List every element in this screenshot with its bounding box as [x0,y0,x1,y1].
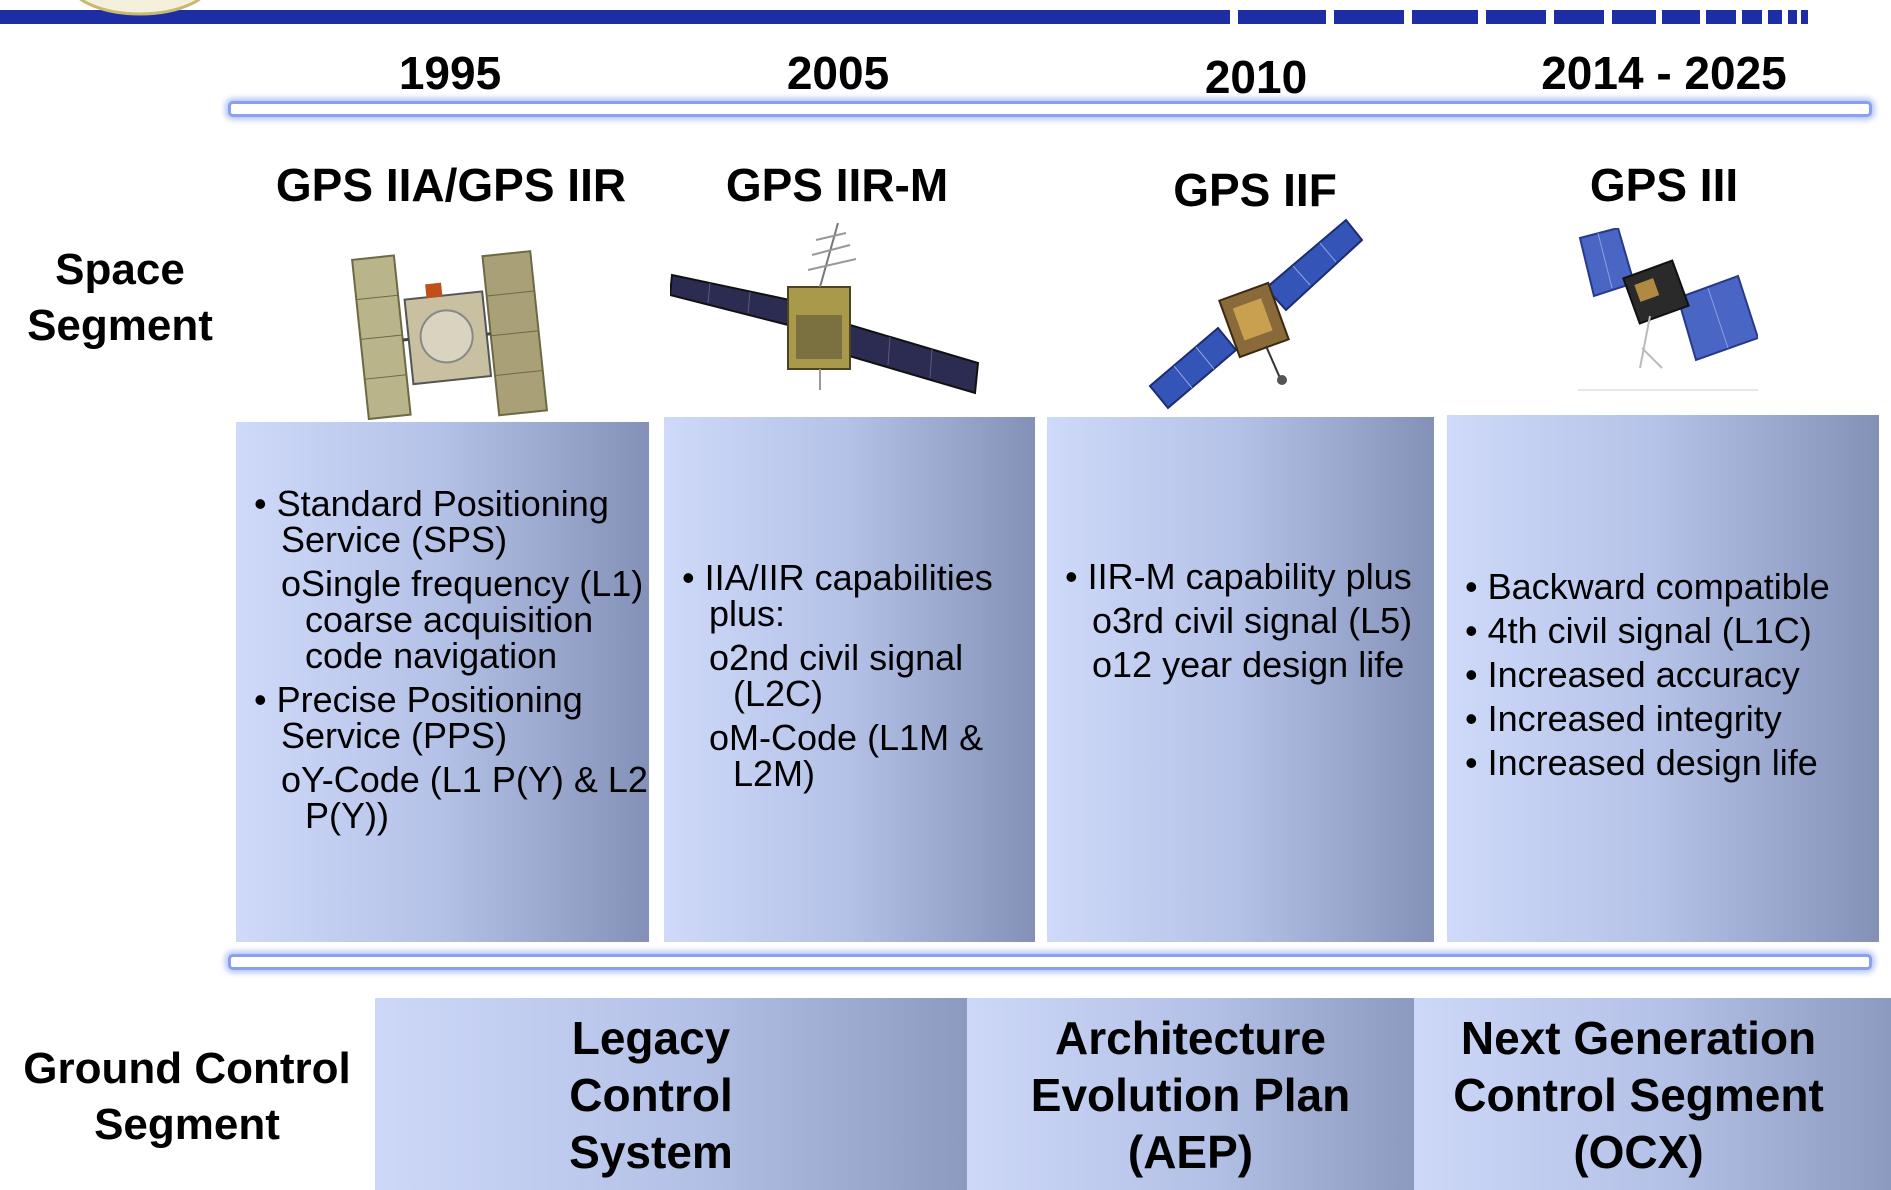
header-bar-segment [1768,10,1782,24]
header-bar-segment [1238,10,1326,24]
bullet-item: • IIA/IIR capabilities plus: [682,557,993,634]
bullet-item: • Backward compatible [1465,566,1830,607]
sub-bullet-item: oY-Code (L1 P(Y) & L2 P(Y)) [281,759,648,836]
generation-gps-iii: GPS III [1589,159,1739,211]
sub-bullet-item: o3rd civil signal (L5) [1092,600,1413,641]
capabilities-panel-gps-iia-iir: • Standard Positioning Service (SPS) oSi… [236,422,649,942]
header-bar-segment [1334,10,1404,24]
generation-gps-iif: GPS IIF [1173,164,1337,216]
ground-control-segment-label: Ground Control Segment [23,1044,351,1149]
bullet-item: • Increased design life [1465,742,1818,783]
generation-gps-iirm: GPS IIR-M [725,159,949,211]
header-bar-segment [1662,10,1700,24]
timeline-rail-bottom [228,954,1872,970]
ground-system-legacy: Legacy Control System [375,998,967,1190]
satellite-iia-iir-icon [351,250,549,421]
header-bar-segment [1612,10,1656,24]
ground-system-aep: Architecture Evolution Plan (AEP) [967,998,1414,1190]
satellite-iirm-icon [670,222,980,395]
header-bar-segment [1554,10,1604,24]
sub-bullet-item: o12 year design life [1092,644,1405,685]
year-1995: 1995 [398,47,502,99]
capabilities-panel-gps-iirm: • IIA/IIR capabilities plus: o2nd civil … [664,417,1035,942]
bullet-item: • 4th civil signal (L1C) [1465,610,1812,651]
sub-bullet-item: oSingle frequency (L1) coarse acquisitio… [281,563,644,676]
header-bar-segment [1486,10,1546,24]
header-bar-segment [1788,10,1797,24]
header-bar [0,10,1230,24]
capabilities-panel-gps-iii: • Backward compatible • 4th civil signal… [1447,415,1879,942]
satellite-iif-icon [1148,218,1363,410]
bullet-item: • Standard Positioning Service (SPS) [254,483,609,560]
air-force-seal-icon [79,0,201,16]
header-bar-segment [1742,10,1762,24]
timeline-rail-top [228,101,1872,117]
header-bar-segment [1412,10,1478,24]
sub-bullet-item: oM-Code (L1M & L2M) [709,717,984,794]
capabilities-panel-gps-iif: • IIR-M capability plus o3rd civil signa… [1047,417,1434,942]
space-segment-label: Space Segment [27,245,213,350]
header-bar-segment [1706,10,1736,24]
bullet-item: • Increased integrity [1465,698,1782,739]
year-2014-2025: 2014 - 2025 [1541,47,1787,99]
bullet-item: • IIR-M capability plus [1065,556,1412,597]
year-2010: 2010 [1204,51,1308,103]
generation-gps-iia-iir: GPS IIA/GPS IIR [275,159,627,211]
bullet-item: • Increased accuracy [1465,654,1800,695]
sub-bullet-item: o2nd civil signal (L2C) [709,637,964,714]
ground-system-ocx: Next Generation Control Segment (OCX) [1414,998,1891,1190]
year-2005: 2005 [786,47,890,99]
satellite-iii-icon [1578,228,1758,391]
header-bar-segment [1801,10,1808,24]
bullet-item: • Precise Positioning Service (PPS) [254,679,583,756]
